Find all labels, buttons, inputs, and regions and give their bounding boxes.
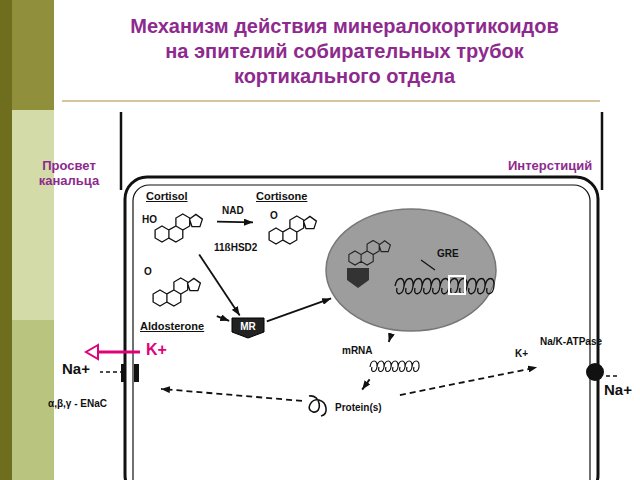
nucleus-ellipse: GRE [325, 208, 497, 332]
side-bar [12, 0, 54, 480]
node-text: HO [142, 214, 157, 225]
cell-membrane-inner [133, 185, 590, 480]
pump-label: Na/K-ATPase [540, 336, 606, 384]
node-text: Cortisol [146, 190, 188, 202]
nucleus-shape [325, 208, 497, 332]
mrna-coil: mRNA [342, 345, 424, 377]
protein-shape [305, 392, 335, 418]
k-arrowhead [86, 345, 98, 359]
receptor-box: MR [232, 318, 264, 338]
side-bar [0, 0, 12, 480]
steroid-structure [256, 190, 336, 270]
molecule-aldosterone: Aldosterone O [140, 266, 214, 336]
dashed-arrow [400, 367, 537, 395]
steroid-structure [140, 190, 220, 270]
node-text: α,β,γ - ENaC [48, 398, 107, 409]
side-block [12, 0, 54, 110]
protein-squiggle: Protein(s) [305, 392, 397, 418]
arrow [217, 221, 253, 223]
annotation-label: K+ [515, 348, 528, 359]
annotation-label: Na+ [62, 360, 90, 377]
arrow [199, 255, 240, 316]
side-block [12, 320, 54, 480]
molecule-cortisol: CortisolHO [140, 190, 214, 252]
arrow [362, 379, 369, 389]
node-text: Cortisone [256, 190, 307, 202]
node-text: Na/K-ATPase [540, 336, 602, 347]
steroid-structure [140, 266, 220, 346]
arrow [217, 316, 229, 321]
slide-title: Механизм действия минералокортикоидов на… [122, 14, 567, 89]
na-flux-line [100, 371, 124, 373]
molecule-cortisone: CortisoneO [256, 190, 328, 256]
node-text: mRNA [342, 345, 373, 356]
node-text: GRE [437, 248, 459, 259]
k-secretion-arrow [98, 351, 140, 354]
node-text: Aldosterone [140, 320, 204, 332]
dashed-arrow [161, 389, 302, 401]
arrow [267, 298, 331, 321]
annotation-label: 11ßHSD2 [214, 242, 257, 253]
annotation-label: Na+ [604, 381, 632, 398]
title-rule [62, 100, 600, 102]
junction-line [601, 112, 604, 190]
node-text: MR [232, 321, 264, 332]
annotation-label: K+ [146, 341, 167, 359]
edge-label: NAD [221, 205, 245, 216]
na-flux-line [606, 375, 620, 377]
node-text: O [270, 210, 278, 221]
node-text: Protein(s) [335, 402, 382, 413]
arrow [389, 333, 392, 342]
junction-line [120, 112, 123, 190]
cell-membrane [125, 177, 598, 480]
node-text: O [144, 266, 152, 277]
annotation-label: Просвет канальца [26, 158, 112, 188]
annotation-label: Интерстиций [508, 158, 592, 173]
